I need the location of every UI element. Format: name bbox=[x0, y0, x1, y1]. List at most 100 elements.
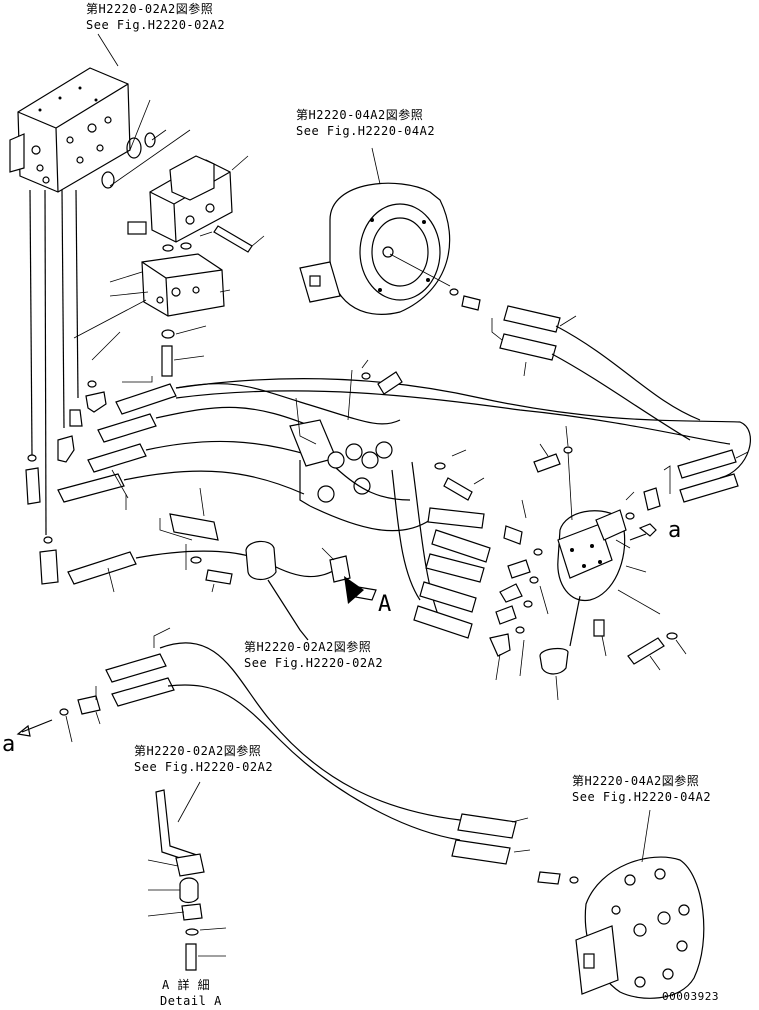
travel-motor bbox=[575, 856, 705, 999]
bolt bbox=[627, 637, 665, 665]
leader-line bbox=[173, 355, 205, 361]
fitting bbox=[69, 409, 83, 427]
leader-line bbox=[539, 585, 549, 615]
bolt bbox=[213, 225, 253, 253]
o-ring bbox=[59, 708, 69, 716]
o-ring bbox=[523, 600, 533, 608]
leader-line bbox=[451, 449, 467, 457]
o-ring bbox=[43, 536, 53, 544]
fitting bbox=[39, 549, 59, 585]
control-valve bbox=[9, 67, 131, 193]
reference-en-top-left: See Fig.H2220-02A2 bbox=[86, 18, 226, 32]
leader-line bbox=[521, 499, 527, 519]
leader-line bbox=[73, 299, 147, 339]
o-ring bbox=[126, 137, 142, 159]
o-ring bbox=[144, 132, 156, 148]
leader-line bbox=[177, 781, 201, 823]
leader-line bbox=[122, 376, 153, 383]
bracket bbox=[169, 513, 219, 541]
plug bbox=[593, 619, 605, 637]
bracket bbox=[299, 460, 311, 507]
solenoid-valve bbox=[127, 155, 233, 243]
fitting bbox=[643, 487, 661, 511]
leader-line bbox=[565, 425, 569, 447]
reference-jp-bottom-right: 第H2220-04A2図参照 bbox=[572, 774, 700, 788]
leader-line bbox=[129, 99, 151, 151]
o-ring bbox=[27, 454, 37, 462]
leader-line bbox=[519, 639, 525, 677]
leader-line bbox=[219, 289, 231, 293]
o-ring bbox=[449, 288, 459, 296]
leader-line bbox=[109, 271, 143, 283]
bolt bbox=[205, 569, 233, 585]
arrow-to-a-left bbox=[16, 719, 53, 737]
pressure-sensor bbox=[539, 647, 569, 675]
fitting bbox=[25, 467, 41, 505]
leader-line bbox=[109, 291, 149, 297]
arrow-to-ref bbox=[267, 579, 309, 641]
hose-fitting bbox=[679, 473, 739, 503]
clamp bbox=[317, 485, 335, 503]
clamp bbox=[375, 441, 393, 459]
manifold-plate bbox=[141, 253, 225, 317]
reference-en-detail: See Fig.H2220-02A2 bbox=[134, 760, 274, 774]
leader-line bbox=[389, 253, 451, 287]
leader-line bbox=[663, 465, 671, 494]
hose-fittings-left bbox=[57, 383, 177, 585]
fitting bbox=[499, 583, 523, 603]
leader-line bbox=[211, 583, 215, 593]
leader-line bbox=[251, 235, 265, 247]
reference-jp-top-left: 第H2220-02A2図参照 bbox=[86, 2, 214, 16]
elbow-fitting bbox=[57, 435, 75, 463]
pilot-tube bbox=[61, 189, 65, 429]
reference-en-middle: See Fig.H2220-02A2 bbox=[244, 656, 384, 670]
leader-line bbox=[539, 443, 549, 457]
o-ring bbox=[533, 548, 543, 556]
leader-line bbox=[151, 129, 167, 141]
pilot-tube bbox=[75, 189, 79, 399]
leader-line bbox=[295, 397, 317, 445]
hose-fitting bbox=[419, 581, 477, 613]
clamp bbox=[345, 443, 363, 461]
o-ring bbox=[625, 512, 635, 520]
connection-marker-right: a bbox=[668, 518, 682, 543]
hose bbox=[335, 467, 411, 501]
o-ring bbox=[515, 626, 525, 634]
detail-caption-en: Detail A bbox=[160, 994, 222, 1008]
leader-line bbox=[361, 359, 369, 369]
leader-line bbox=[95, 711, 101, 725]
leader-line bbox=[347, 369, 353, 421]
swing-motor bbox=[299, 182, 451, 315]
swivel-joint bbox=[557, 509, 627, 602]
leader-line bbox=[513, 849, 531, 853]
clamp bbox=[329, 555, 351, 583]
leader-line bbox=[107, 567, 115, 593]
leader-line bbox=[617, 589, 661, 615]
leader-line bbox=[649, 655, 661, 671]
hose-fitting bbox=[425, 553, 485, 583]
hose bbox=[167, 684, 461, 841]
hose bbox=[175, 383, 401, 425]
o-ring bbox=[162, 244, 174, 252]
leader-line bbox=[321, 547, 335, 561]
leader-line bbox=[601, 635, 607, 657]
reference-jp-top-right: 第H2220-04A2図参照 bbox=[296, 108, 424, 122]
bolt bbox=[533, 453, 561, 473]
leader-line bbox=[111, 469, 129, 499]
detail-a-drawing bbox=[155, 789, 205, 971]
hose bbox=[551, 353, 691, 441]
reference-en-top-right: See Fig.H2220-04A2 bbox=[296, 124, 436, 138]
o-ring bbox=[529, 576, 539, 584]
o-ring bbox=[101, 171, 115, 189]
leader-line bbox=[555, 675, 559, 701]
washer bbox=[563, 446, 573, 454]
hose bbox=[555, 325, 701, 421]
clamp bbox=[361, 451, 379, 469]
washer bbox=[190, 556, 202, 564]
leader-line bbox=[109, 129, 191, 187]
clamp bbox=[353, 477, 371, 495]
hose bbox=[175, 390, 731, 445]
leader-line bbox=[615, 539, 631, 549]
leader-line bbox=[175, 325, 207, 335]
